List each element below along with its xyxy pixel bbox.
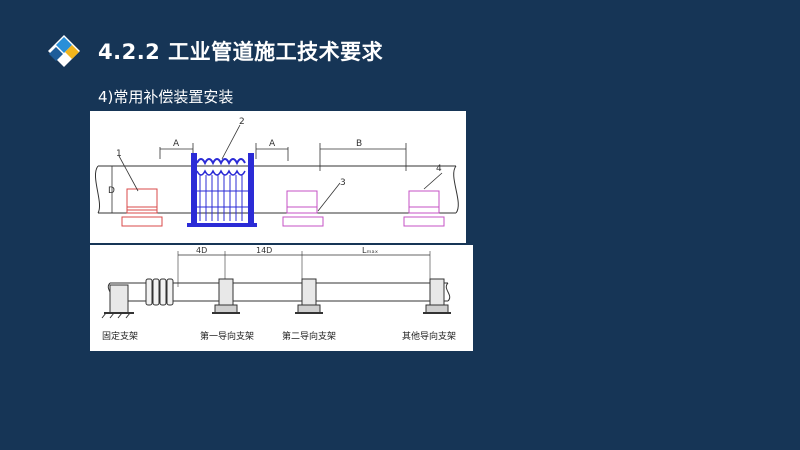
callout-4: 4 (436, 164, 442, 174)
bellows-compensator (187, 153, 257, 227)
fixed-support (101, 284, 134, 319)
dim-a-label-2: A (269, 139, 276, 149)
page-title: 4.2.2 工业管道施工技术要求 (98, 40, 384, 64)
callout-1: 1 (116, 149, 122, 159)
guide-support-3 (282, 190, 324, 227)
other-guide-support (423, 278, 451, 314)
fixed-support-1 (121, 188, 163, 227)
expansion-joint-diagram: D 1 A (90, 111, 466, 243)
guide-support-4 (403, 190, 445, 227)
dim-b-label: B (356, 139, 362, 149)
logo-icon (48, 35, 80, 67)
dim-d-label: D (108, 186, 115, 196)
callout-2: 2 (239, 117, 245, 127)
callout-3: 3 (340, 178, 346, 188)
label-other-guide: 其他导向支架 (402, 330, 456, 342)
support-spacing-diagram: 4D 14D Lₘₐₓ (90, 245, 473, 351)
section-subtitle: 4)常用补偿装置安装 (98, 88, 234, 106)
dim-14d-label: 14D (256, 246, 272, 255)
label-first-guide: 第一导向支架 (200, 330, 254, 342)
second-guide-support (295, 278, 323, 314)
dim-lmax-label: Lₘₐₓ (362, 246, 379, 255)
bellows (145, 278, 174, 306)
label-second-guide: 第二导向支架 (282, 330, 336, 342)
first-guide-support (212, 278, 240, 314)
dim-a-label-1: A (173, 139, 180, 149)
label-fixed-support: 固定支架 (102, 330, 138, 342)
dim-4d-label: 4D (196, 246, 207, 255)
